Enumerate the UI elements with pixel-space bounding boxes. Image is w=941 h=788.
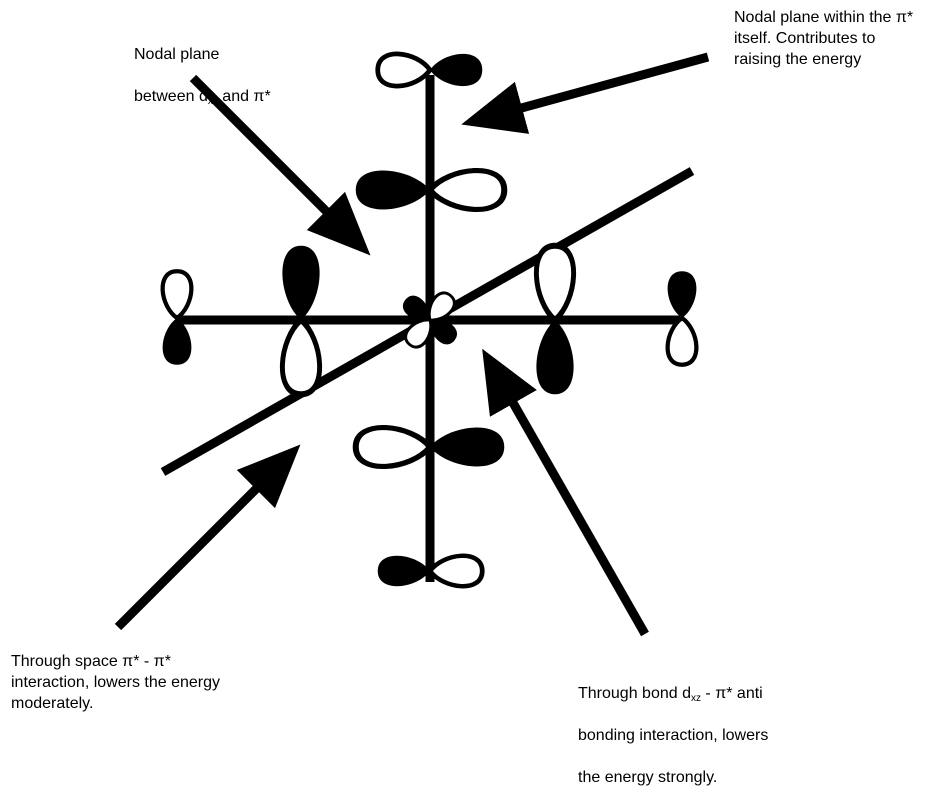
label-through-bond-line3: the energy strongly.	[578, 769, 718, 786]
label-through-space: Through space π* - π* interaction, lower…	[11, 653, 220, 712]
label-dxz-subscript-2: xz	[690, 693, 701, 704]
label-nodal-plane-between-line2-post: and π*	[217, 88, 271, 105]
arrow-nodal-plane-within	[461, 52, 710, 134]
label-nodal-plane-between-line1: Nodal plane	[134, 46, 220, 63]
label-nodal-plane-within: Nodal plane within the π* itself. Contri…	[734, 9, 914, 68]
label-through-bond-line1-post: - π* anti	[700, 685, 763, 702]
arrow-through-bond	[482, 348, 649, 637]
orbital-diagram	[114, 0, 710, 637]
label-through-bond-line2: bonding interaction, lowers	[578, 727, 769, 744]
arrow-nodal-plane-between	[189, 74, 371, 256]
label-through-bond-line1-pre: Through bond d	[578, 685, 691, 702]
label-nodal-plane-between-line2-pre: between d	[134, 88, 208, 105]
arrow-through-space	[114, 444, 301, 631]
